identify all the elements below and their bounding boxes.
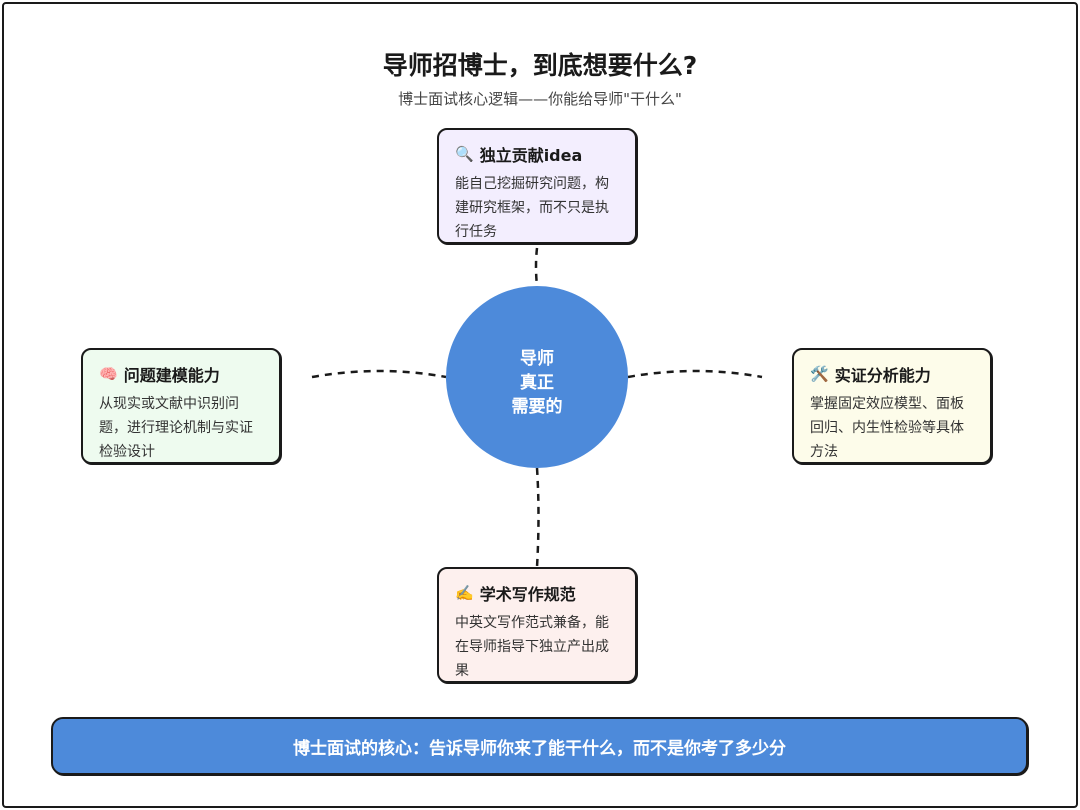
connector-bottom xyxy=(535,467,540,568)
card-header: ✍️ 学术写作规范 xyxy=(455,581,621,605)
card-line: 题，进行理论机制与实证 xyxy=(99,420,253,436)
connector-left xyxy=(311,369,447,379)
magnifier-icon: 🔍 xyxy=(455,145,474,163)
card-independent-idea: 🔍 独立贡献idea 能自己挖掘研究问题，构 建研究框架，而不只是执 行任务 xyxy=(437,128,637,244)
card-line: 在导师指导下独立产出成 xyxy=(455,639,609,655)
page-title: 导师招博士，到底想要什么? xyxy=(382,51,698,80)
card-empirical-analysis: 🛠️ 实证分析能力 掌握固定效应模型、面板 回归、内生性检验等具体 方法 xyxy=(792,348,992,464)
card-problem-modeling: 🧠 问题建模能力 从现实或文献中识别问 题，进行理论机制与实证 检验设计 xyxy=(81,348,281,464)
card-line: 行任务 xyxy=(455,224,497,240)
center-hub: 导师 真正 需要的 xyxy=(446,286,628,468)
card-description: 中英文写作范式兼备，能 在导师指导下独立产出成 果 xyxy=(455,611,621,683)
summary-banner: 博士面试的核心：告诉导师你来了能干什么，而不是你考了多少分 xyxy=(51,717,1028,775)
card-title: 问题建模能力 xyxy=(123,366,220,385)
connector-top xyxy=(534,247,539,287)
card-header: 🛠️ 实证分析能力 xyxy=(810,362,976,386)
card-line: 能自己挖掘研究问题，构 xyxy=(455,176,609,192)
connector-right xyxy=(627,369,763,379)
card-line: 方法 xyxy=(810,444,838,460)
card-line: 果 xyxy=(455,663,469,679)
card-title: 实证分析能力 xyxy=(834,366,931,385)
writing-hand-icon: ✍️ xyxy=(455,584,474,602)
brain-icon: 🧠 xyxy=(99,365,118,383)
card-line: 检验设计 xyxy=(99,444,155,460)
card-line: 从现实或文献中识别问 xyxy=(99,396,239,412)
card-description: 从现实或文献中识别问 题，进行理论机制与实证 检验设计 xyxy=(99,392,265,464)
card-description: 掌握固定效应模型、面板 回归、内生性检验等具体 方法 xyxy=(810,392,976,464)
card-line: 回归、内生性检验等具体 xyxy=(810,420,964,436)
hub-line: 需要的 xyxy=(511,397,563,417)
hub-line: 导师 xyxy=(520,349,554,369)
banner-text: 博士面试的核心：告诉导师你来了能干什么，而不是你考了多少分 xyxy=(293,738,786,759)
card-header: 🧠 问题建模能力 xyxy=(99,362,265,386)
tools-icon: 🛠️ xyxy=(810,365,829,383)
page-subtitle: 博士面试核心逻辑——你能给导师"干什么" xyxy=(398,90,682,108)
card-title: 独立贡献idea xyxy=(479,146,583,165)
card-title: 学术写作规范 xyxy=(479,585,576,604)
card-line: 建研究框架，而不只是执 xyxy=(455,200,609,216)
card-line: 掌握固定效应模型、面板 xyxy=(810,396,964,412)
card-description: 能自己挖掘研究问题，构 建研究框架，而不只是执 行任务 xyxy=(455,172,621,244)
hub-line: 真正 xyxy=(520,373,554,393)
card-line: 中英文写作范式兼备，能 xyxy=(455,615,609,631)
card-header: 🔍 独立贡献idea xyxy=(455,142,621,166)
card-academic-writing: ✍️ 学术写作规范 中英文写作范式兼备，能 在导师指导下独立产出成 果 xyxy=(437,567,637,683)
